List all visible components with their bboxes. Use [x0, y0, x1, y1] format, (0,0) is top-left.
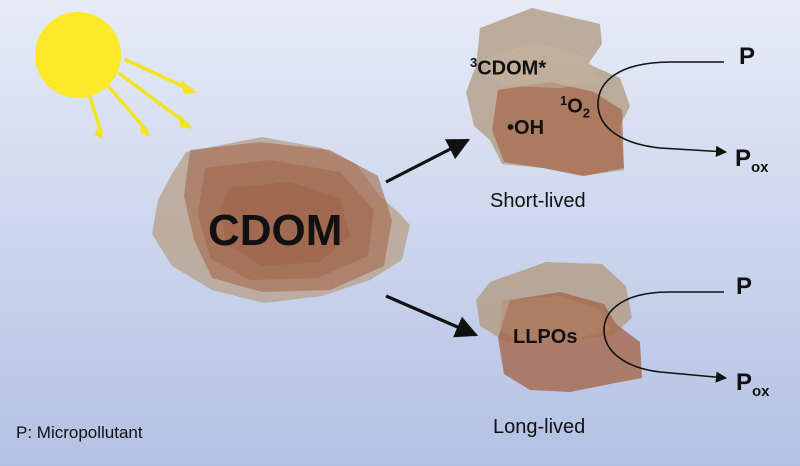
triplet-superscript: 3: [470, 55, 478, 70]
short-lived-caption: Short-lived: [490, 190, 586, 212]
long-lived-caption: Long-lived: [493, 416, 586, 438]
triplet-text: CDOM*: [477, 57, 547, 80]
pox-sub-bottom: ox: [752, 382, 770, 400]
radical-dot: •: [507, 117, 515, 139]
arrow-to-short-lived: [385, 138, 470, 184]
long-lived-blob: [476, 262, 642, 392]
hydroxyl-radical-label: •OH: [507, 117, 544, 140]
pox-main-bottom: P: [736, 369, 753, 396]
hydroxyl-text: OH: [514, 117, 545, 139]
cdom-blob: [152, 137, 410, 303]
llpo-label: LLPOs: [513, 326, 578, 348]
legend-text: P: Micropollutant: [16, 423, 143, 442]
singlet-superscript: 1: [560, 93, 568, 108]
sun-icon: [35, 12, 197, 139]
singlet-text: O: [567, 95, 583, 118]
short-lived-blob: [466, 8, 630, 176]
singlet-oxygen-label: 1O2: [560, 93, 590, 121]
pollutant-label-bottom: P: [736, 273, 753, 300]
oxidized-pollutant-label-bottom: Pox: [736, 369, 770, 400]
pox-main-top: P: [735, 145, 752, 172]
triplet-cdom-label: 3CDOM*: [470, 55, 546, 81]
singlet-subscript: 2: [582, 105, 591, 121]
reaction-curve-short: [597, 61, 728, 157]
pollutant-label-top: P: [739, 43, 756, 70]
oxidized-pollutant-label-top: Pox: [735, 145, 769, 176]
pox-sub-top: ox: [751, 158, 769, 176]
cdom-label: CDOM: [208, 206, 343, 255]
reaction-curve-long: [603, 291, 728, 383]
arrow-to-long-lived: [385, 294, 479, 338]
